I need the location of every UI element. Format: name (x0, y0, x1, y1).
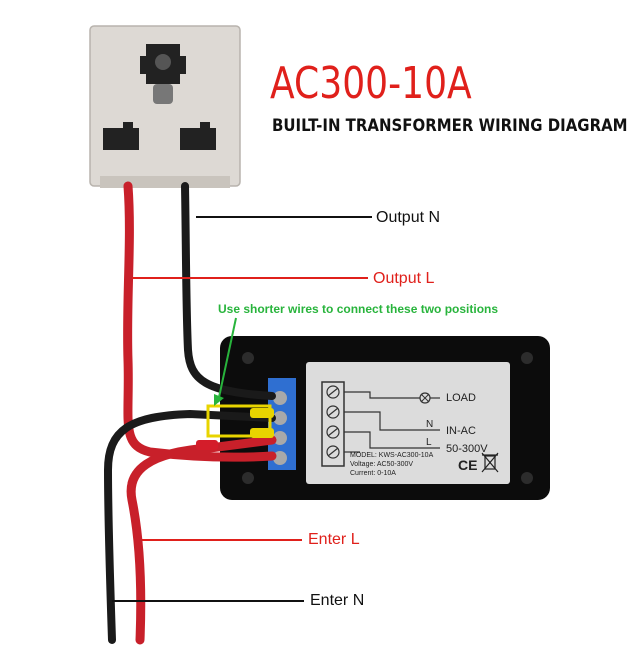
diagram-title: AC300-10A (270, 58, 472, 109)
weee-bin-icon (481, 452, 499, 473)
plate-l-label: L (426, 437, 432, 448)
plate-current: Current: 0-10A (350, 470, 396, 477)
plate-in-ac-label: IN-AC (446, 425, 476, 437)
label-output-l: Output L (373, 270, 435, 287)
plate-voltage-range: 50-300V (446, 443, 488, 455)
highlight-box (206, 404, 272, 438)
plate-ce-mark: CE (458, 457, 478, 473)
plate-model: MODEL: KWS-AC300-10A (350, 452, 434, 459)
socket-hole-right (180, 122, 216, 150)
plate-n-label: N (426, 419, 434, 430)
shorter-wires-note: Use shorter wires to connect these two p… (218, 302, 499, 316)
plate-voltage: Voltage: AC50-300V (350, 461, 414, 468)
diagram-subtitle: BUILT-IN TRANSFORMER WIRING DIAGRAM (272, 116, 628, 136)
label-output-n: Output N (376, 209, 441, 226)
label-enter-l: Enter L (308, 531, 360, 548)
plate-load-label: LOAD (446, 392, 476, 404)
callout-lines (112, 216, 372, 602)
meter-body (220, 336, 550, 500)
socket-hole-left (103, 122, 139, 150)
label-enter-n: Enter N (310, 592, 365, 609)
socket-outlet (89, 25, 241, 188)
wires (103, 181, 277, 645)
